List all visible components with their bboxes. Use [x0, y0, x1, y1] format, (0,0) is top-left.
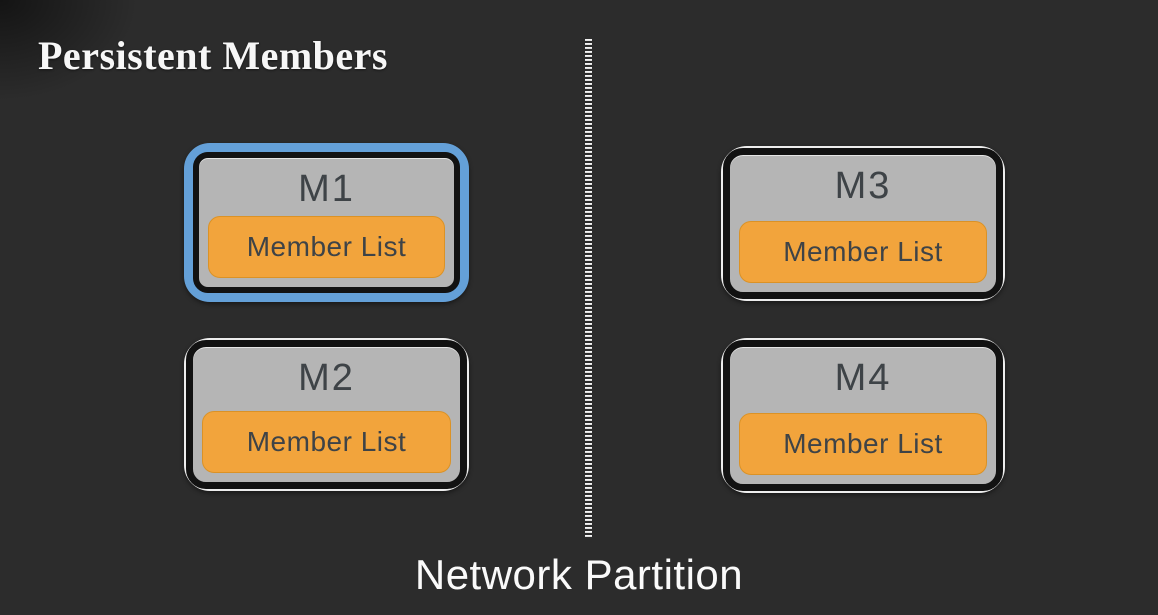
- node-m2-body: M2 Member List: [186, 340, 467, 489]
- member-list-box: Member List: [739, 413, 987, 475]
- node-m3-body: M3 Member List: [723, 148, 1003, 299]
- node-m3: M3 Member List: [721, 146, 1005, 301]
- node-label: M1: [298, 168, 355, 210]
- node-m1-body: M1 Member List: [193, 152, 460, 293]
- node-m4: M4 Member List: [721, 338, 1005, 493]
- member-list-box: Member List: [202, 411, 451, 473]
- member-list-box: Member List: [739, 221, 987, 283]
- node-m2: M2 Member List: [184, 338, 469, 491]
- node-m1: M1 Member List: [184, 143, 469, 302]
- network-partition-divider: [585, 39, 592, 537]
- node-label: M3: [834, 165, 892, 207]
- network-partition-label: Network Partition: [414, 551, 744, 598]
- node-label: M4: [834, 357, 892, 399]
- node-m4-body: M4 Member List: [723, 340, 1003, 491]
- page-title: Persistent Members: [38, 33, 388, 78]
- node-label: M2: [298, 357, 355, 399]
- member-list-box: Member List: [208, 216, 445, 278]
